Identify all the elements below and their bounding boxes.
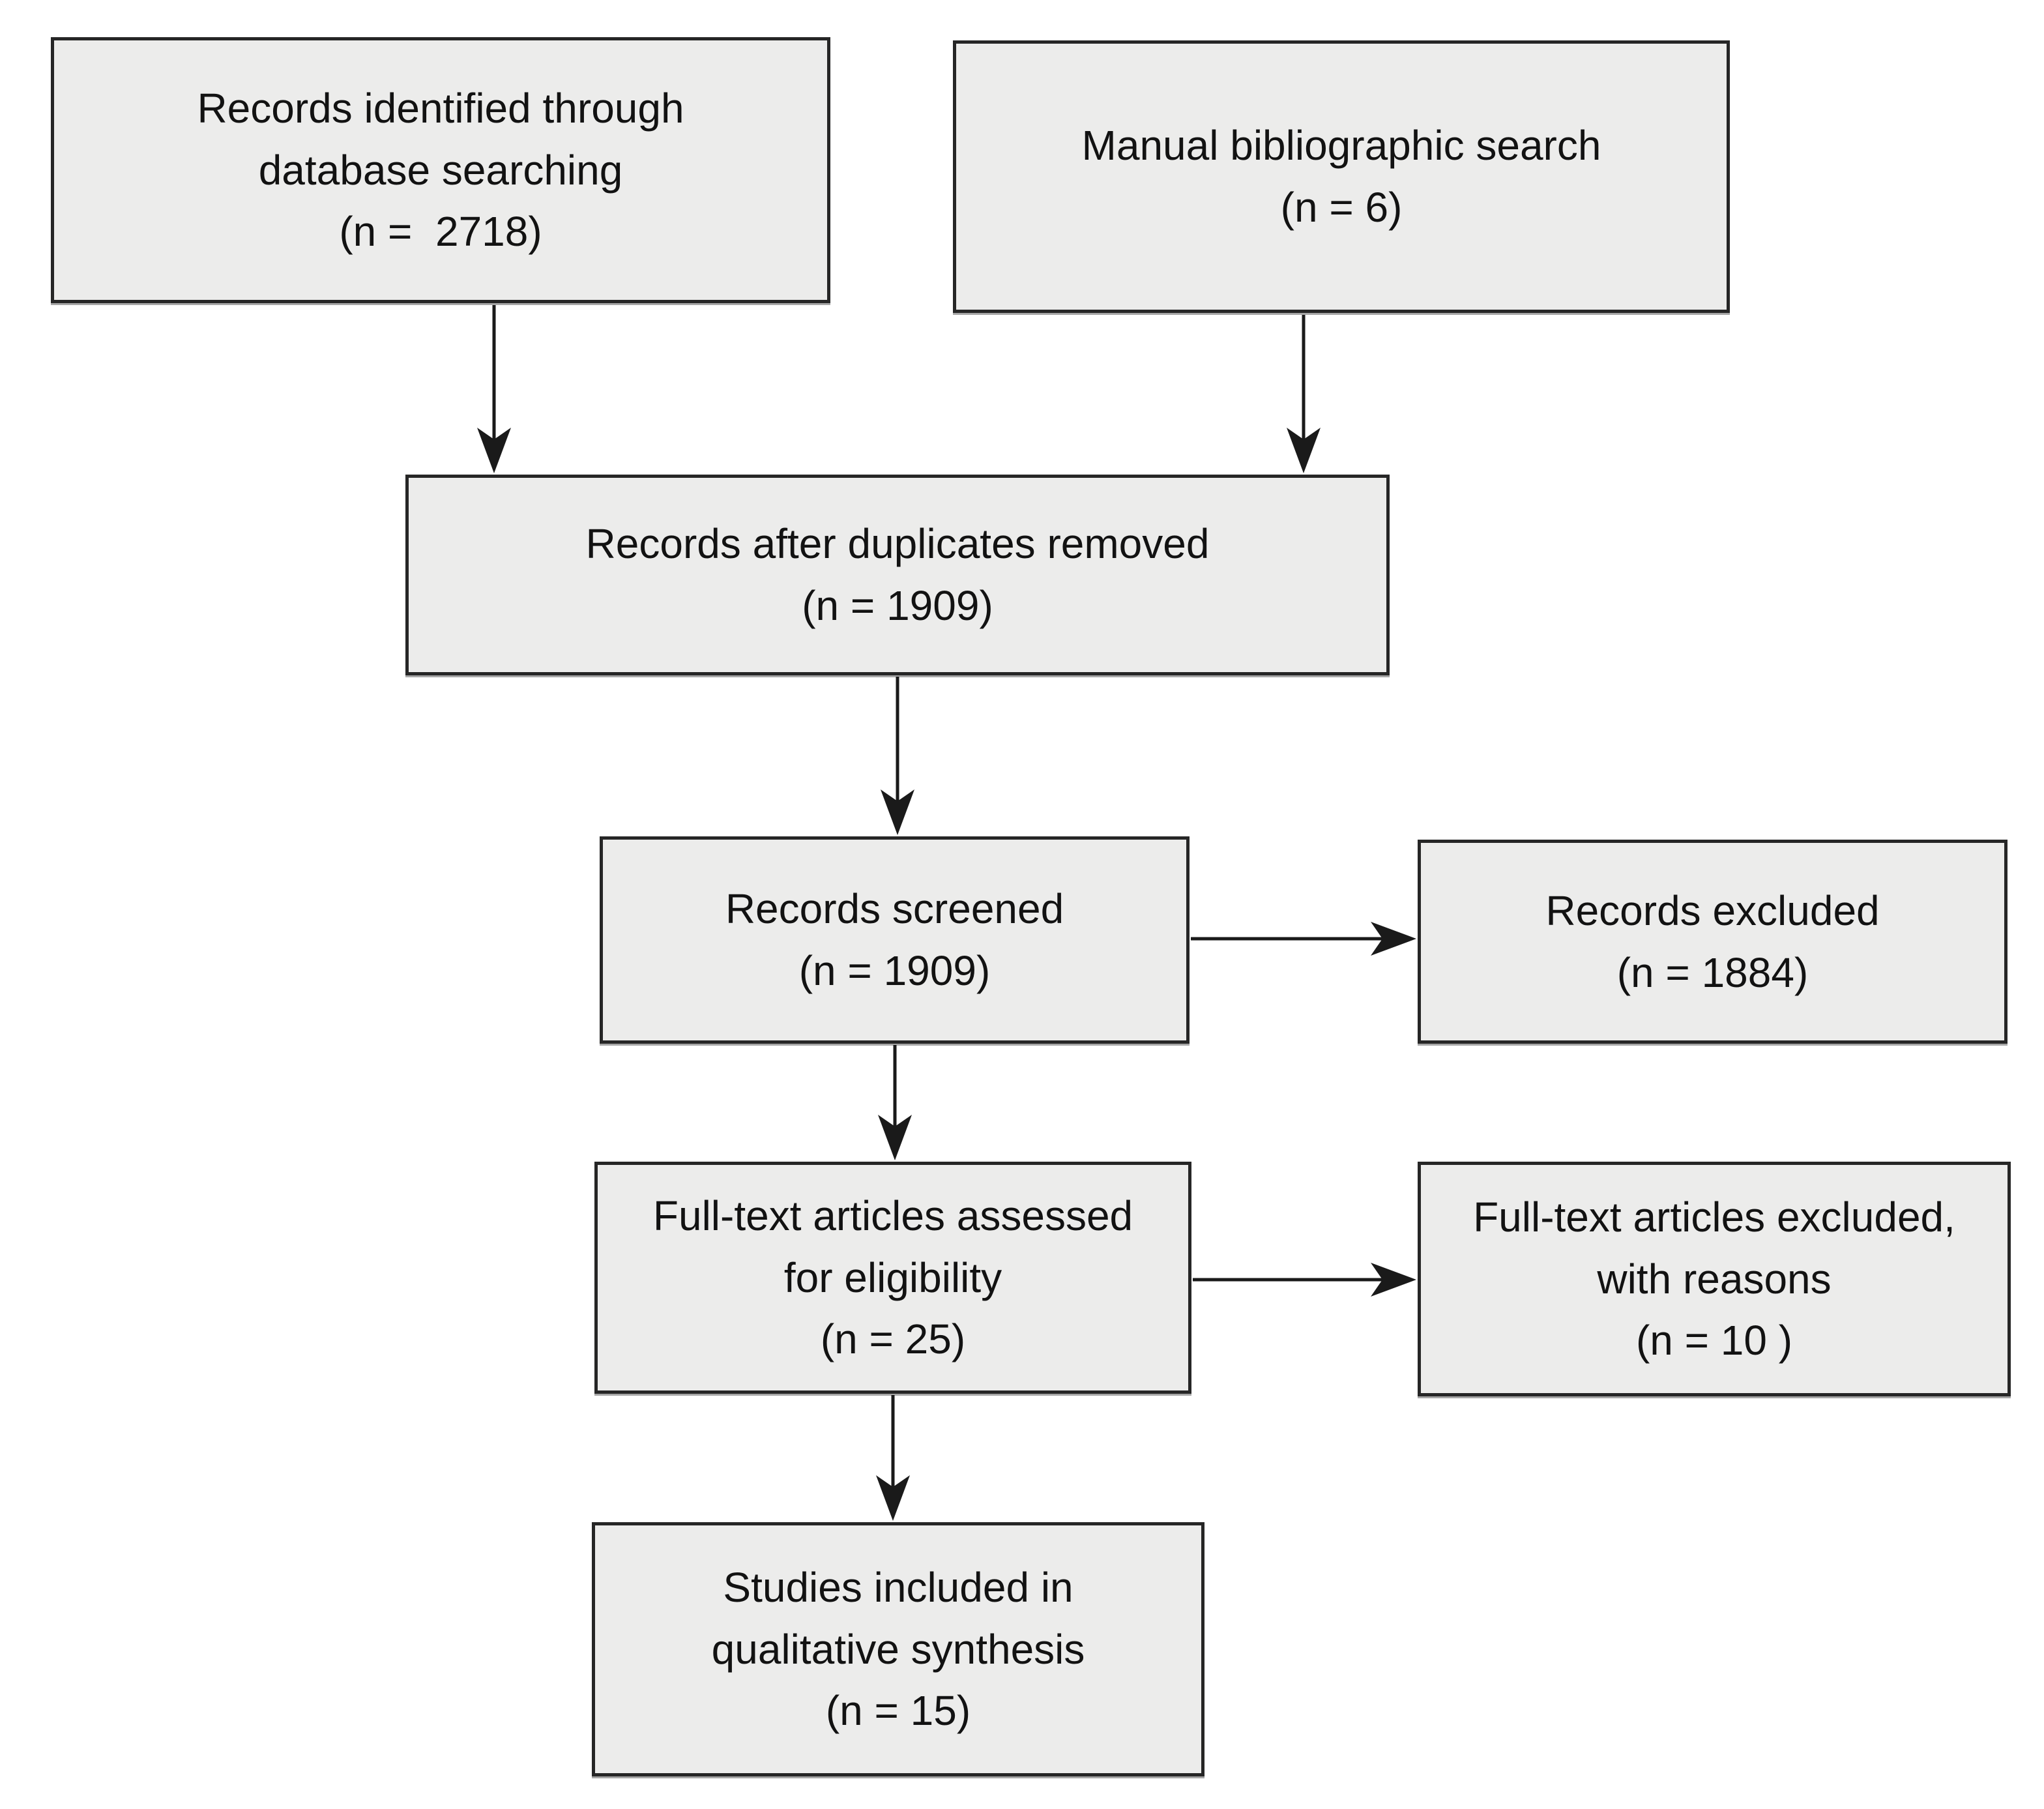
n-value-line: (n = 15) [825,1687,971,1735]
box-studies-included: Studies included in qualitative synthesi… [592,1522,1204,1776]
box-fulltext-excluded: Full-text articles excluded, with reason… [1418,1162,2011,1396]
box-records-excluded: Records excluded (n = 1884) [1418,840,2008,1044]
box-records-after-duplicates-removed: Records after duplicates removed (n = 19… [405,475,1390,675]
arrow-fulltext-to-fulltext-excluded [1193,1263,1416,1297]
arrow-fulltext-to-included [876,1395,910,1521]
arrow-manual-to-deduplicated [1287,315,1321,473]
n-value-line: (n = 1909) [798,947,991,994]
text-line: Full-text articles excluded, [1473,1193,1955,1241]
box-records-screened: Records screened (n = 1909) [600,836,1190,1044]
n-value-line: (n = 2718) [339,208,542,256]
n-value-line: (n = 10 ) [1635,1317,1793,1364]
arrow-screened-to-fulltext [878,1045,912,1160]
arrow-deduplicated-to-screened [881,677,914,835]
text-line: with reasons [1597,1255,1832,1302]
text-line: Records excluded [1545,887,1880,934]
text-line: Records screened [725,885,1064,933]
text-line: Records after duplicates removed [585,520,1210,568]
box-fulltext-assessed: Full-text articles assessed for eligibil… [594,1162,1191,1394]
text-line: Manual bibliographic search [1081,122,1601,169]
arrow-identified-to-deduplicated [477,305,511,473]
text-line: for eligibility [783,1254,1002,1301]
n-value-line: (n = 1909) [802,582,993,629]
text-line: qualitative synthesis [711,1625,1085,1673]
n-value-line: (n = 6) [1280,184,1403,231]
text-line: Records identified through [197,84,684,132]
arrow-screened-to-excluded [1191,922,1416,956]
n-value-line: (n = 25) [820,1316,966,1363]
text-line: Full-text articles assessed [652,1192,1133,1239]
box-records-identified: Records identified through database sear… [51,37,830,303]
box-manual-bibliographic-search: Manual bibliographic search (n = 6) [953,40,1730,313]
n-value-line: (n = 1884) [1616,949,1809,996]
text-line: database searching [258,146,623,194]
text-line: Studies included in [723,1563,1073,1611]
